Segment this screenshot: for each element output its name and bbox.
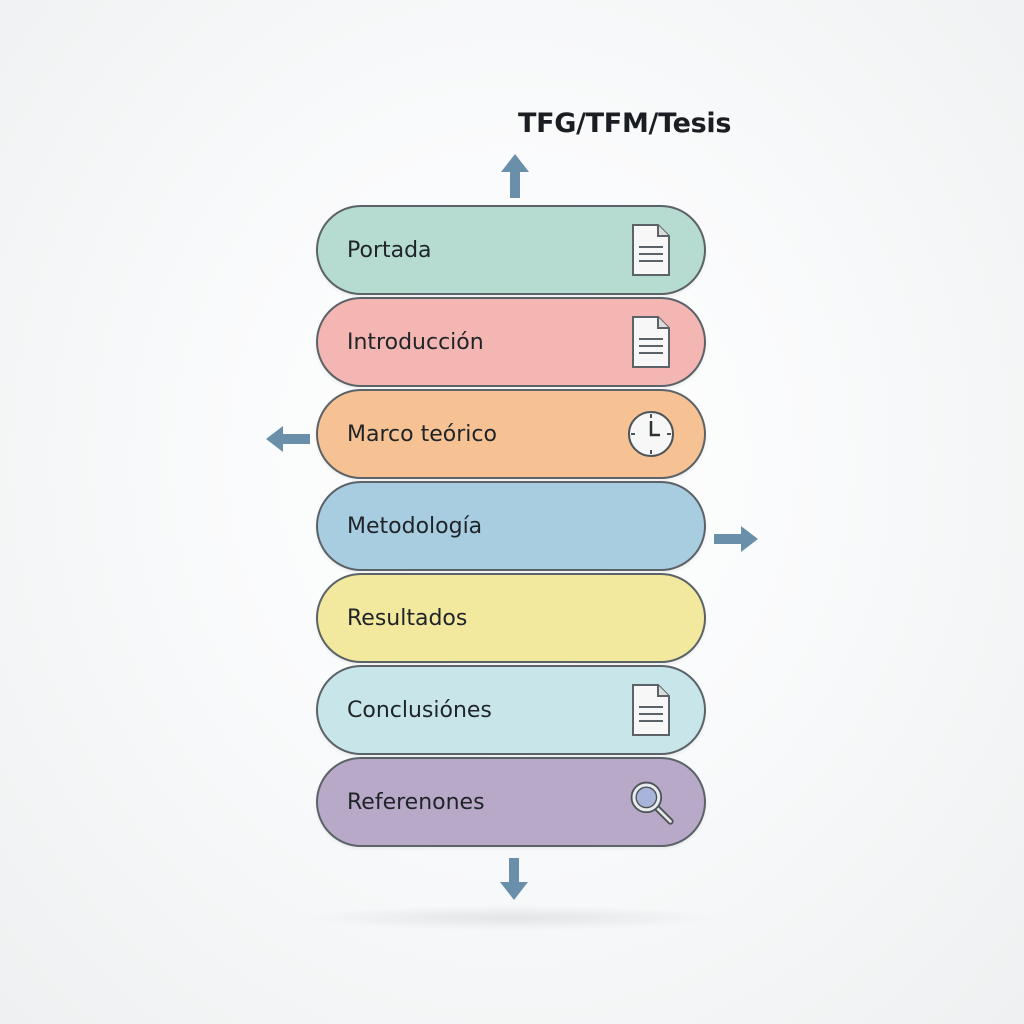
arrow-left-icon [266, 426, 310, 452]
arrow-right-icon [714, 526, 758, 552]
section-label: Portada [347, 237, 432, 263]
document-icon [626, 221, 676, 279]
section-marco-teorico: Marco teórico [316, 389, 706, 479]
section-label: Resultados [347, 605, 468, 631]
document-icon [626, 313, 676, 371]
section-introduccion: Introducción [316, 297, 706, 387]
section-label: Metodología [347, 513, 483, 539]
section-label: Marco teórico [347, 421, 497, 447]
section-portada: Portada [316, 205, 706, 295]
section-metodologia: Metodología [316, 481, 706, 571]
section-stack: Portada Introducción [316, 205, 706, 849]
clock-icon [626, 405, 676, 463]
section-resultados: Resultados [316, 573, 706, 663]
section-label: Conclusiónes [347, 697, 492, 723]
arrow-down-icon [500, 858, 528, 900]
stack-shadow [300, 905, 724, 931]
document-icon [626, 681, 676, 739]
section-referencias: Referenones [316, 757, 706, 847]
section-label: Introducción [347, 329, 484, 355]
diagram-title: TFG/TFM/Tesis [518, 108, 732, 139]
magnifier-icon [626, 773, 676, 831]
section-conclusiones: Conclusiónes [316, 665, 706, 755]
arrow-up-icon [501, 154, 529, 198]
section-label: Referenones [347, 789, 485, 815]
